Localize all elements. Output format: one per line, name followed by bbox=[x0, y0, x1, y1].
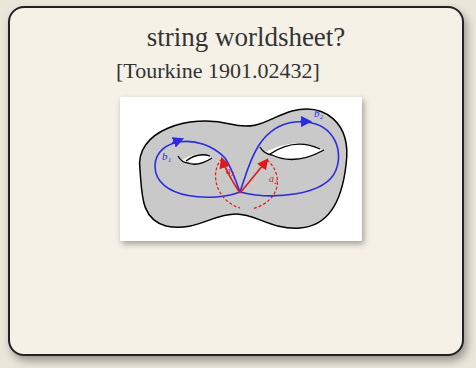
a2-cycle-left bbox=[222, 159, 240, 193]
cycle-label: a₂ bbox=[269, 174, 277, 184]
slide-title: string worldsheet? bbox=[147, 22, 346, 53]
cycle-label: b₂ bbox=[314, 108, 323, 119]
citation: [Tourkine 1901.02432] bbox=[116, 60, 320, 82]
genus-two-surface bbox=[140, 109, 347, 228]
figure-panel bbox=[120, 97, 362, 241]
a2-back-left bbox=[216, 159, 240, 208]
a2-back-right bbox=[252, 160, 277, 209]
b1-arrow bbox=[172, 139, 182, 143]
left-hole-rim bbox=[178, 155, 212, 164]
b1-cycle bbox=[155, 141, 240, 197]
b2-cycle bbox=[240, 122, 339, 196]
cycle-label: a₂ bbox=[226, 166, 234, 176]
right-hole-rim bbox=[260, 144, 324, 159]
b2-arrow bbox=[300, 121, 310, 123]
a2-cycle-right bbox=[240, 160, 267, 193]
cycle-label: b₁ bbox=[162, 151, 171, 162]
